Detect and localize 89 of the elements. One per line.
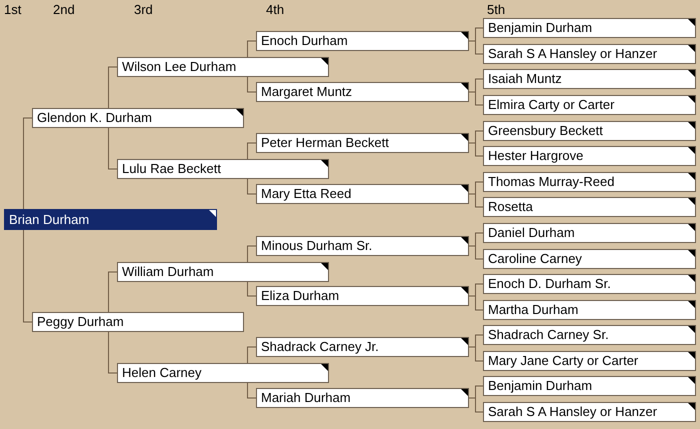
person-name: Hester Hargrove: [488, 148, 584, 164]
person-name: Mariah Durham: [261, 390, 351, 406]
person-box: [256, 184, 469, 204]
connector-line: [468, 346, 484, 362]
person-name: Brian Durham: [9, 212, 90, 228]
person-name: Sarah S A Hansley or Hanzer: [488, 46, 658, 62]
person-name: Martha Durham: [488, 302, 578, 318]
person-box: [483, 376, 696, 396]
generation-header: 5th: [487, 2, 506, 18]
person-box: [256, 337, 469, 357]
person-box: [483, 300, 696, 320]
generation-header: 2nd: [53, 2, 75, 18]
connector-line: [108, 128, 118, 170]
person-box: [256, 82, 469, 102]
connector-line: [468, 246, 484, 260]
connector-line: [108, 332, 118, 374]
person-box: [483, 249, 696, 269]
person-box: [483, 44, 696, 64]
person-box: [117, 159, 329, 179]
person-box: [256, 133, 469, 153]
person-box: [32, 108, 244, 128]
person-box: [483, 172, 696, 192]
person-name: Lulu Rae Beckett: [122, 161, 222, 177]
person-box: [483, 146, 696, 166]
person-box: [483, 325, 696, 345]
generation-header: 1st: [4, 2, 22, 18]
person-name: Mary Etta Reed: [261, 186, 352, 202]
connector-line: [468, 296, 484, 310]
person-name: Isaiah Muntz: [488, 71, 562, 87]
person-name: Shadrach Carney Sr.: [488, 327, 609, 343]
person-name: Glendon K. Durham: [37, 110, 152, 126]
person-name: Benjamin Durham: [488, 378, 592, 394]
person-box: [483, 351, 696, 371]
person-box: [117, 262, 329, 282]
person-box: [483, 402, 696, 422]
connector-line: [247, 76, 256, 92]
person-name: Peggy Durham: [37, 314, 124, 330]
connector-line: [247, 40, 256, 58]
person-name: Shadrack Carney Jr.: [261, 339, 379, 355]
person-box: [483, 18, 696, 38]
person-name: Mary Jane Carty or Carter: [488, 353, 638, 369]
connector-line: [247, 142, 256, 160]
connector-line: [468, 92, 484, 106]
connector-line: [247, 282, 256, 296]
person-name: Enoch Durham: [261, 33, 348, 49]
person-box: [117, 57, 329, 77]
person-name: Sarah S A Hansley or Hanzer: [488, 404, 658, 420]
person-box: [117, 363, 329, 383]
person-name: Caroline Carney: [488, 251, 582, 267]
person-name: Benjamin Durham: [488, 20, 592, 36]
person-box: [483, 197, 696, 217]
person-name: William Durham: [122, 264, 214, 280]
person-box: [483, 121, 696, 141]
connector-line: [247, 246, 256, 262]
person-box: [32, 312, 244, 332]
person-name: Eliza Durham: [261, 288, 340, 304]
person-box: [483, 274, 696, 294]
connector-line: [468, 142, 484, 156]
connector-line: [247, 178, 256, 194]
person-name: Minous Durham Sr.: [261, 238, 372, 254]
connector-line: [108, 66, 118, 108]
connector-line: [247, 382, 256, 398]
person-box: [483, 223, 696, 243]
connector-line: [108, 272, 118, 312]
person-box: [483, 69, 696, 89]
generation-header: 3rd: [134, 2, 153, 18]
person-name: Margaret Muntz: [261, 84, 352, 100]
connector-line: [468, 398, 484, 412]
person-box: [4, 209, 217, 230]
connector-line: [247, 346, 256, 364]
person-name: Daniel Durham: [488, 225, 575, 241]
person-box: [483, 95, 696, 115]
connector-line: [23, 118, 32, 210]
connector-line: [468, 194, 484, 208]
person-name: Wilson Lee Durham: [122, 59, 236, 75]
person-box: [256, 236, 469, 256]
person-box: [256, 31, 469, 51]
person-name: Enoch D. Durham Sr.: [488, 276, 611, 292]
generation-header: 4th: [266, 2, 284, 18]
person-box: [256, 286, 469, 306]
person-name: Peter Herman Beckett: [261, 135, 389, 151]
person-box: [256, 388, 469, 408]
connector-line: [468, 40, 484, 54]
person-name: Helen Carney: [122, 365, 202, 381]
person-name: Thomas Murray-Reed: [488, 174, 614, 190]
person-name: Rosetta: [488, 199, 533, 215]
person-name: Elmira Carty or Carter: [488, 97, 614, 113]
person-name: Greensbury Beckett: [488, 123, 603, 139]
connector-line: [23, 230, 32, 322]
